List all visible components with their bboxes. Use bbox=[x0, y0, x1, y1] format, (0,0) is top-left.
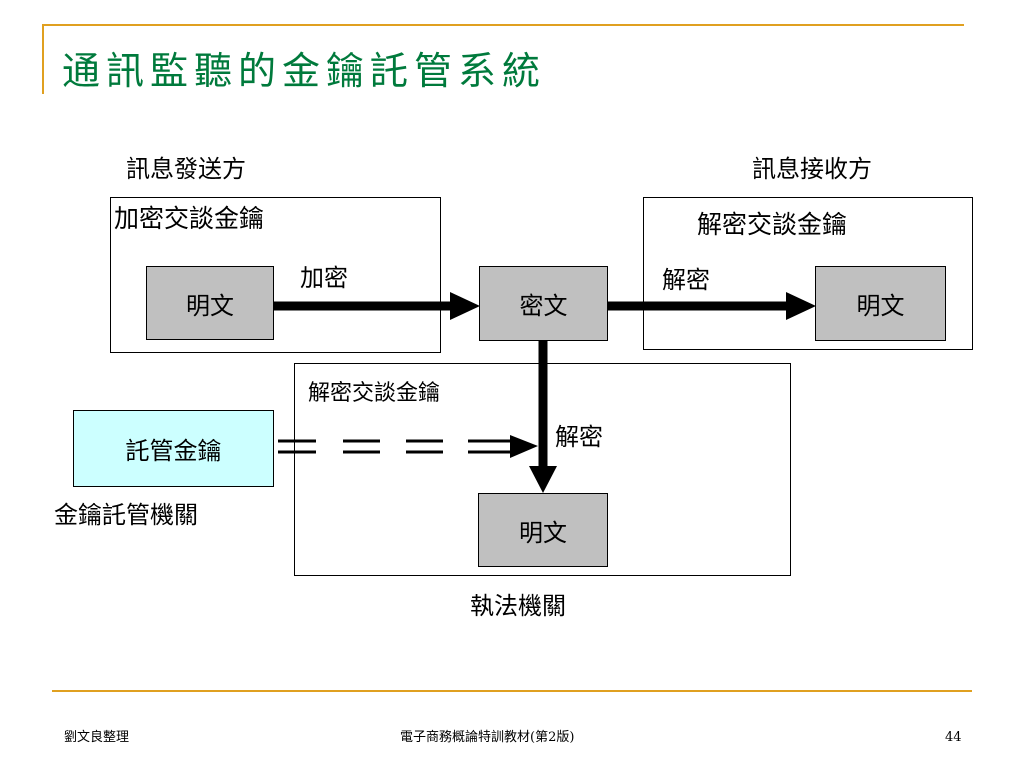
sender-label: 訊息發送方 bbox=[126, 155, 246, 183]
law-plaintext-box: 明文 bbox=[478, 493, 608, 567]
encryption-session-key-label: 加密交談金鑰 bbox=[114, 204, 265, 233]
footer-rule bbox=[52, 690, 972, 692]
law-decrypt-arrow bbox=[529, 341, 557, 493]
ciphertext-box: 密文 bbox=[479, 266, 608, 341]
escrow-dashed-arrow bbox=[278, 435, 538, 458]
title-left-rule bbox=[42, 24, 44, 94]
title-top-rule bbox=[42, 24, 964, 26]
receiver-label: 訊息接收方 bbox=[752, 155, 872, 183]
escrow-agency-label: 金鑰託管機關 bbox=[54, 501, 198, 529]
slide-title: 通訊監聽的金鑰託管系統 bbox=[62, 49, 547, 93]
footer-author: 劉文良整理 bbox=[64, 730, 130, 745]
law-decryption-session-key-label: 解密交談金鑰 bbox=[308, 381, 441, 406]
receiver-decryption-session-key-label: 解密交談金鑰 bbox=[697, 210, 848, 239]
footer-page-number: 44 bbox=[945, 730, 962, 745]
footer-book-title: 電子商務概論特訓教材(第2版) bbox=[400, 730, 575, 745]
receiver-plaintext-box: 明文 bbox=[815, 266, 946, 341]
escrow-key-box: 託管金鑰 bbox=[73, 410, 274, 487]
law-decrypt-label: 解密 bbox=[555, 423, 603, 451]
sender-plaintext-box: 明文 bbox=[146, 266, 274, 340]
encrypt-arrow bbox=[274, 292, 480, 320]
receiver-decrypt-label: 解密 bbox=[662, 266, 710, 294]
encrypt-label: 加密 bbox=[300, 264, 348, 292]
receiver-decrypt-arrow bbox=[608, 292, 816, 320]
law-enforcement-label: 執法機關 bbox=[470, 592, 566, 620]
